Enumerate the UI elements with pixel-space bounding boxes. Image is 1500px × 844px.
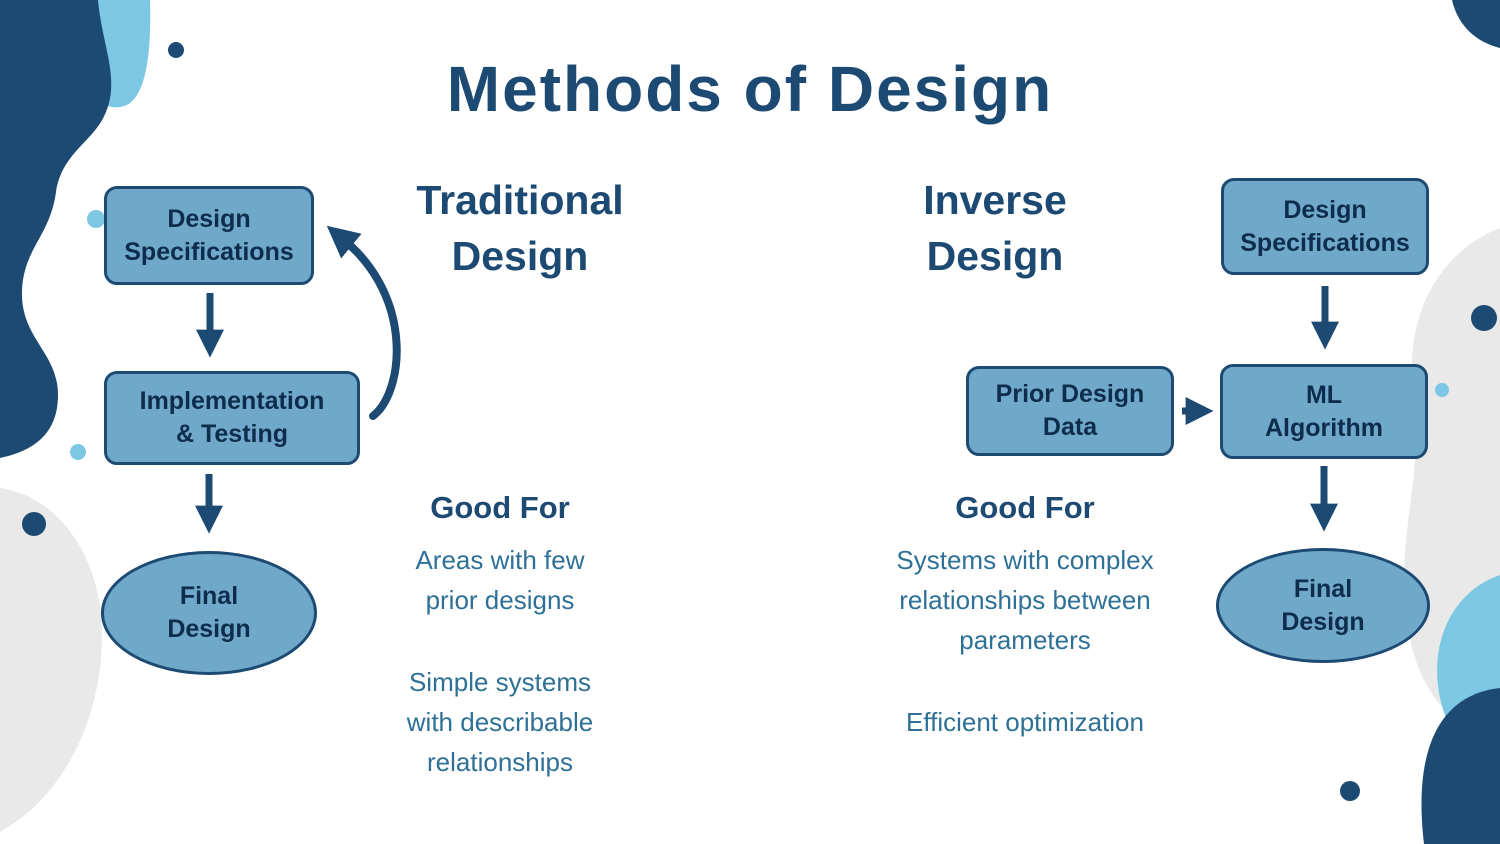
decor-blob-navy-top-right <box>1452 0 1500 48</box>
traditional-implementation-testing-box: Implementation & Testing <box>104 371 360 465</box>
traditional-good-for-heading: Good For <box>430 490 570 525</box>
traditional-good-for-item: Areas with few prior designs <box>415 545 585 615</box>
decor-dot-lightblue-2 <box>70 444 86 460</box>
inverse-ml-algorithm-box: ML Algorithm <box>1220 364 1428 459</box>
decor-dot-navy-4 <box>1340 781 1360 801</box>
inverse-good-for-item: Systems with complex relationships betwe… <box>896 545 1154 655</box>
decor-blob-gray-bottom-left <box>0 488 103 832</box>
inverse-good-for-section: Good For Systems with complex relationsh… <box>838 490 1212 784</box>
traditional-design-heading: Traditional Design <box>416 177 624 279</box>
decor-blob-navy-bottom-right <box>1421 688 1500 844</box>
decor-dot-navy-1 <box>168 42 184 58</box>
inverse-good-for-heading: Good For <box>955 490 1095 525</box>
decor-dot-navy-2 <box>22 512 46 536</box>
inverse-design-specifications-box: Design Specifications <box>1221 178 1429 275</box>
traditional-design-specifications-box: Design Specifications <box>104 186 314 285</box>
traditional-good-for-section: Good For Areas with few prior designs Si… <box>340 490 660 824</box>
decor-blob-navy-top-left <box>0 0 112 458</box>
decor-dot-navy-3 <box>1471 305 1497 331</box>
inverse-prior-design-data-box: Prior Design Data <box>966 366 1174 456</box>
traditional-final-design-ellipse: Final Design <box>101 551 317 675</box>
decor-dot-lightblue-1 <box>87 210 105 228</box>
traditional-good-for-item: Simple systems with describable relation… <box>406 667 594 777</box>
decor-dot-lightblue-3 <box>1435 383 1449 397</box>
inverse-good-for-item: Efficient optimization <box>906 707 1144 737</box>
slide-title: Methods of Design <box>446 53 1054 125</box>
inverse-final-design-ellipse: Final Design <box>1216 548 1430 663</box>
inverse-design-heading: Inverse Design <box>923 177 1067 279</box>
